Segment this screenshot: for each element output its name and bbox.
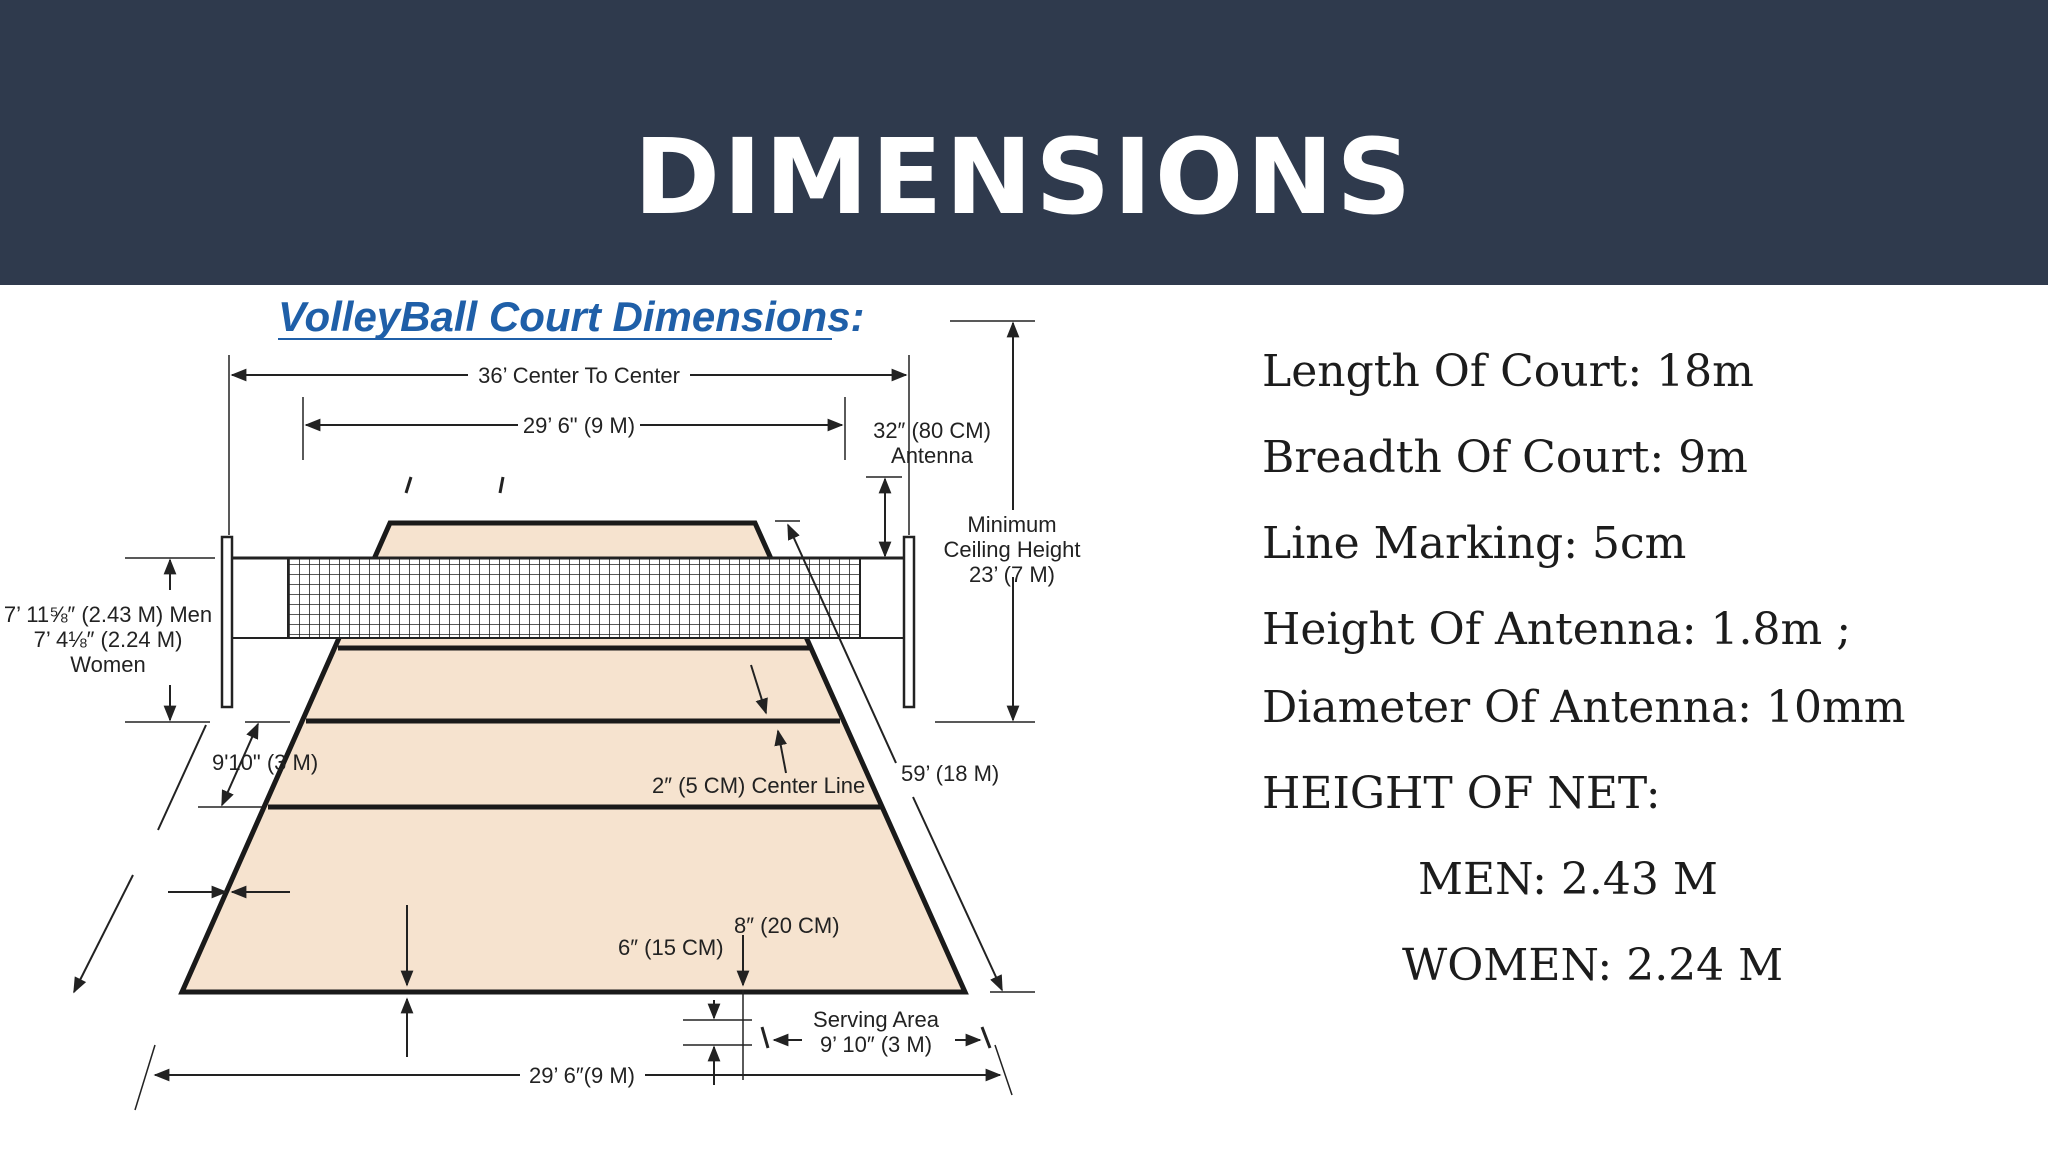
extension-line [994, 1044, 1013, 1096]
label-court-width-top: 29’ 6" (9 M) [523, 413, 635, 438]
label-antenna-height: 32″ (80 CM) [873, 418, 991, 443]
label-ceiling-3: 23’ (7 M) [969, 562, 1055, 587]
label-net-height-men: 7’ 11⅝″ (2.43 M) Men [4, 602, 212, 627]
label-attack-line: 9'10" (3 M) [212, 750, 318, 775]
dimension-line [157, 724, 207, 831]
spec-net-heading: HEIGHT OF NET: [1262, 768, 1661, 819]
label-line-15cm: 6″ (15 CM) [618, 935, 724, 960]
extension-line [134, 1044, 156, 1111]
dimension-arrow [912, 796, 1003, 992]
dimension-arrow [221, 722, 259, 807]
antenna-right [498, 476, 505, 494]
diagram-title: VolleyBall Court Dimensions: [278, 293, 865, 340]
spec-net-men: MEN: 2.43 M [1418, 854, 1718, 905]
spec-net-women: WOMEN: 2.24 M [1402, 940, 1784, 991]
spec-antenna-height: Height Of Antenna: 1.8m ; [1262, 604, 1852, 655]
serving-area-mark [760, 1026, 770, 1049]
callout-arrow [750, 664, 768, 715]
dimension-arrow [73, 874, 134, 994]
net [287, 557, 861, 639]
net-post-right [902, 535, 916, 709]
label-women: Women [70, 652, 145, 677]
dimension-arrow [787, 523, 897, 764]
label-net-height-women: 7’ 4⅛″ (2.24 M) [34, 627, 183, 652]
court-surface [178, 520, 969, 995]
label-center-to-center: 36’ Center To Center [478, 363, 680, 388]
antenna-left [404, 476, 413, 494]
label-ceiling-2: Ceiling Height [944, 537, 1081, 562]
spec-breadth: Breadth Of Court: 9m [1262, 432, 1748, 483]
label-center-line: 2″ (5 CM) Center Line [652, 773, 865, 798]
callout-arrow [774, 729, 787, 774]
net-post-left [220, 535, 234, 709]
label-serving-area: Serving Area [813, 1007, 940, 1032]
spec-line-marking: Line Marking: 5cm [1262, 518, 1687, 569]
title-banner: DIMENSIONS [0, 0, 2048, 285]
label-line-20cm: 8″ (20 CM) [734, 913, 840, 938]
label-antenna: Antenna [891, 443, 974, 468]
label-ceiling-1: Minimum [967, 512, 1056, 537]
label-court-length: 59’ (18 M) [901, 761, 999, 786]
slide-title: DIMENSIONS [633, 116, 1415, 238]
label-court-width-bottom: 29’ 6″(9 M) [529, 1063, 635, 1088]
spec-antenna-diameter: Diameter Of Antenna: 10mm [1262, 682, 1906, 733]
serving-area-mark [980, 1026, 992, 1049]
label-serving-width: 9’ 10″ (3 M) [820, 1032, 932, 1057]
spec-length: Length Of Court: 18m [1262, 346, 1754, 397]
court-diagram: VolleyBall Court Dimensions: 36’ Center … [0, 285, 1090, 1152]
